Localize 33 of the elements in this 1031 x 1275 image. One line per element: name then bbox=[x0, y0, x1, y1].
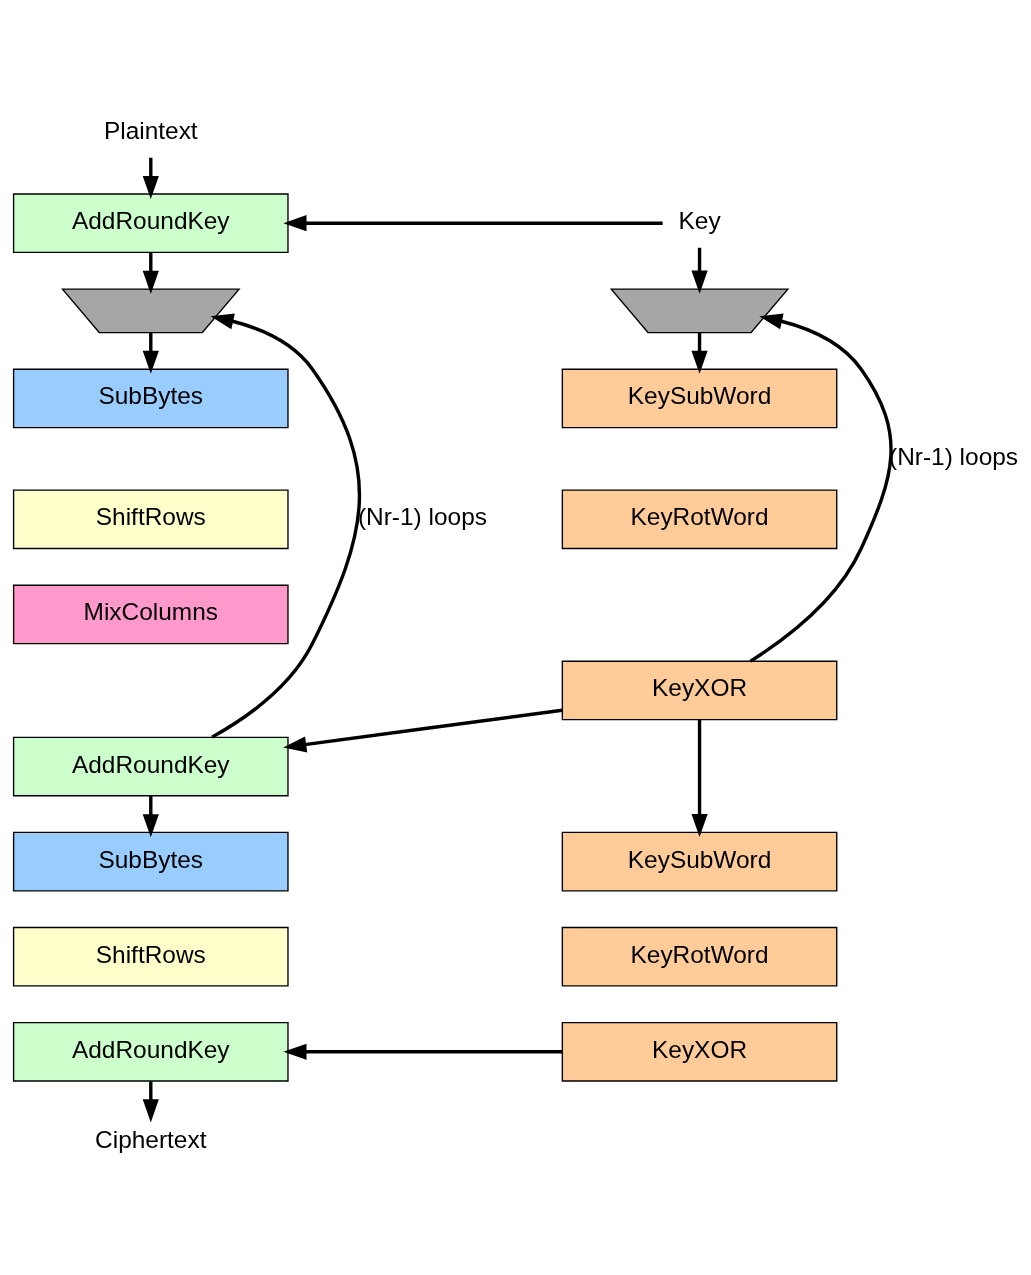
arrow bbox=[283, 708, 563, 753]
node-box: AddRoundKey bbox=[12, 193, 289, 254]
node-trapezoid bbox=[61, 288, 241, 334]
arrow bbox=[142, 796, 159, 838]
node-box: MixColumns bbox=[12, 584, 289, 645]
node-text: Plaintext bbox=[103, 116, 198, 144]
node-box: KeyRotWord bbox=[561, 926, 838, 987]
node-box: KeySubWord bbox=[561, 831, 838, 892]
arrow bbox=[283, 215, 663, 232]
arrow bbox=[691, 720, 708, 838]
node-box: ShiftRows bbox=[12, 489, 289, 550]
node-box: KeySubWord bbox=[561, 368, 838, 429]
edge-label: (Nr-1) loops bbox=[357, 503, 487, 531]
arrow bbox=[142, 252, 159, 294]
node-trapezoid bbox=[609, 288, 790, 334]
arrow bbox=[691, 332, 708, 374]
arrow bbox=[210, 313, 361, 739]
node-text: Ciphertext bbox=[95, 1126, 207, 1154]
arrow bbox=[142, 332, 159, 374]
node-box: SubBytes bbox=[12, 368, 289, 429]
arrow bbox=[142, 157, 159, 200]
arrow bbox=[749, 313, 893, 663]
node-text: Key bbox=[678, 207, 721, 235]
arrow bbox=[691, 247, 708, 294]
node-box: KeyXOR bbox=[561, 660, 838, 721]
node-box: KeyXOR bbox=[561, 1021, 838, 1082]
node-box: AddRoundKey bbox=[12, 736, 289, 797]
node-box: SubBytes bbox=[12, 831, 289, 892]
arrow bbox=[283, 1043, 563, 1060]
node-box: AddRoundKey bbox=[12, 1021, 289, 1082]
arrow bbox=[142, 1081, 159, 1123]
node-box: KeyRotWord bbox=[561, 489, 838, 550]
node-box: ShiftRows bbox=[12, 926, 289, 987]
